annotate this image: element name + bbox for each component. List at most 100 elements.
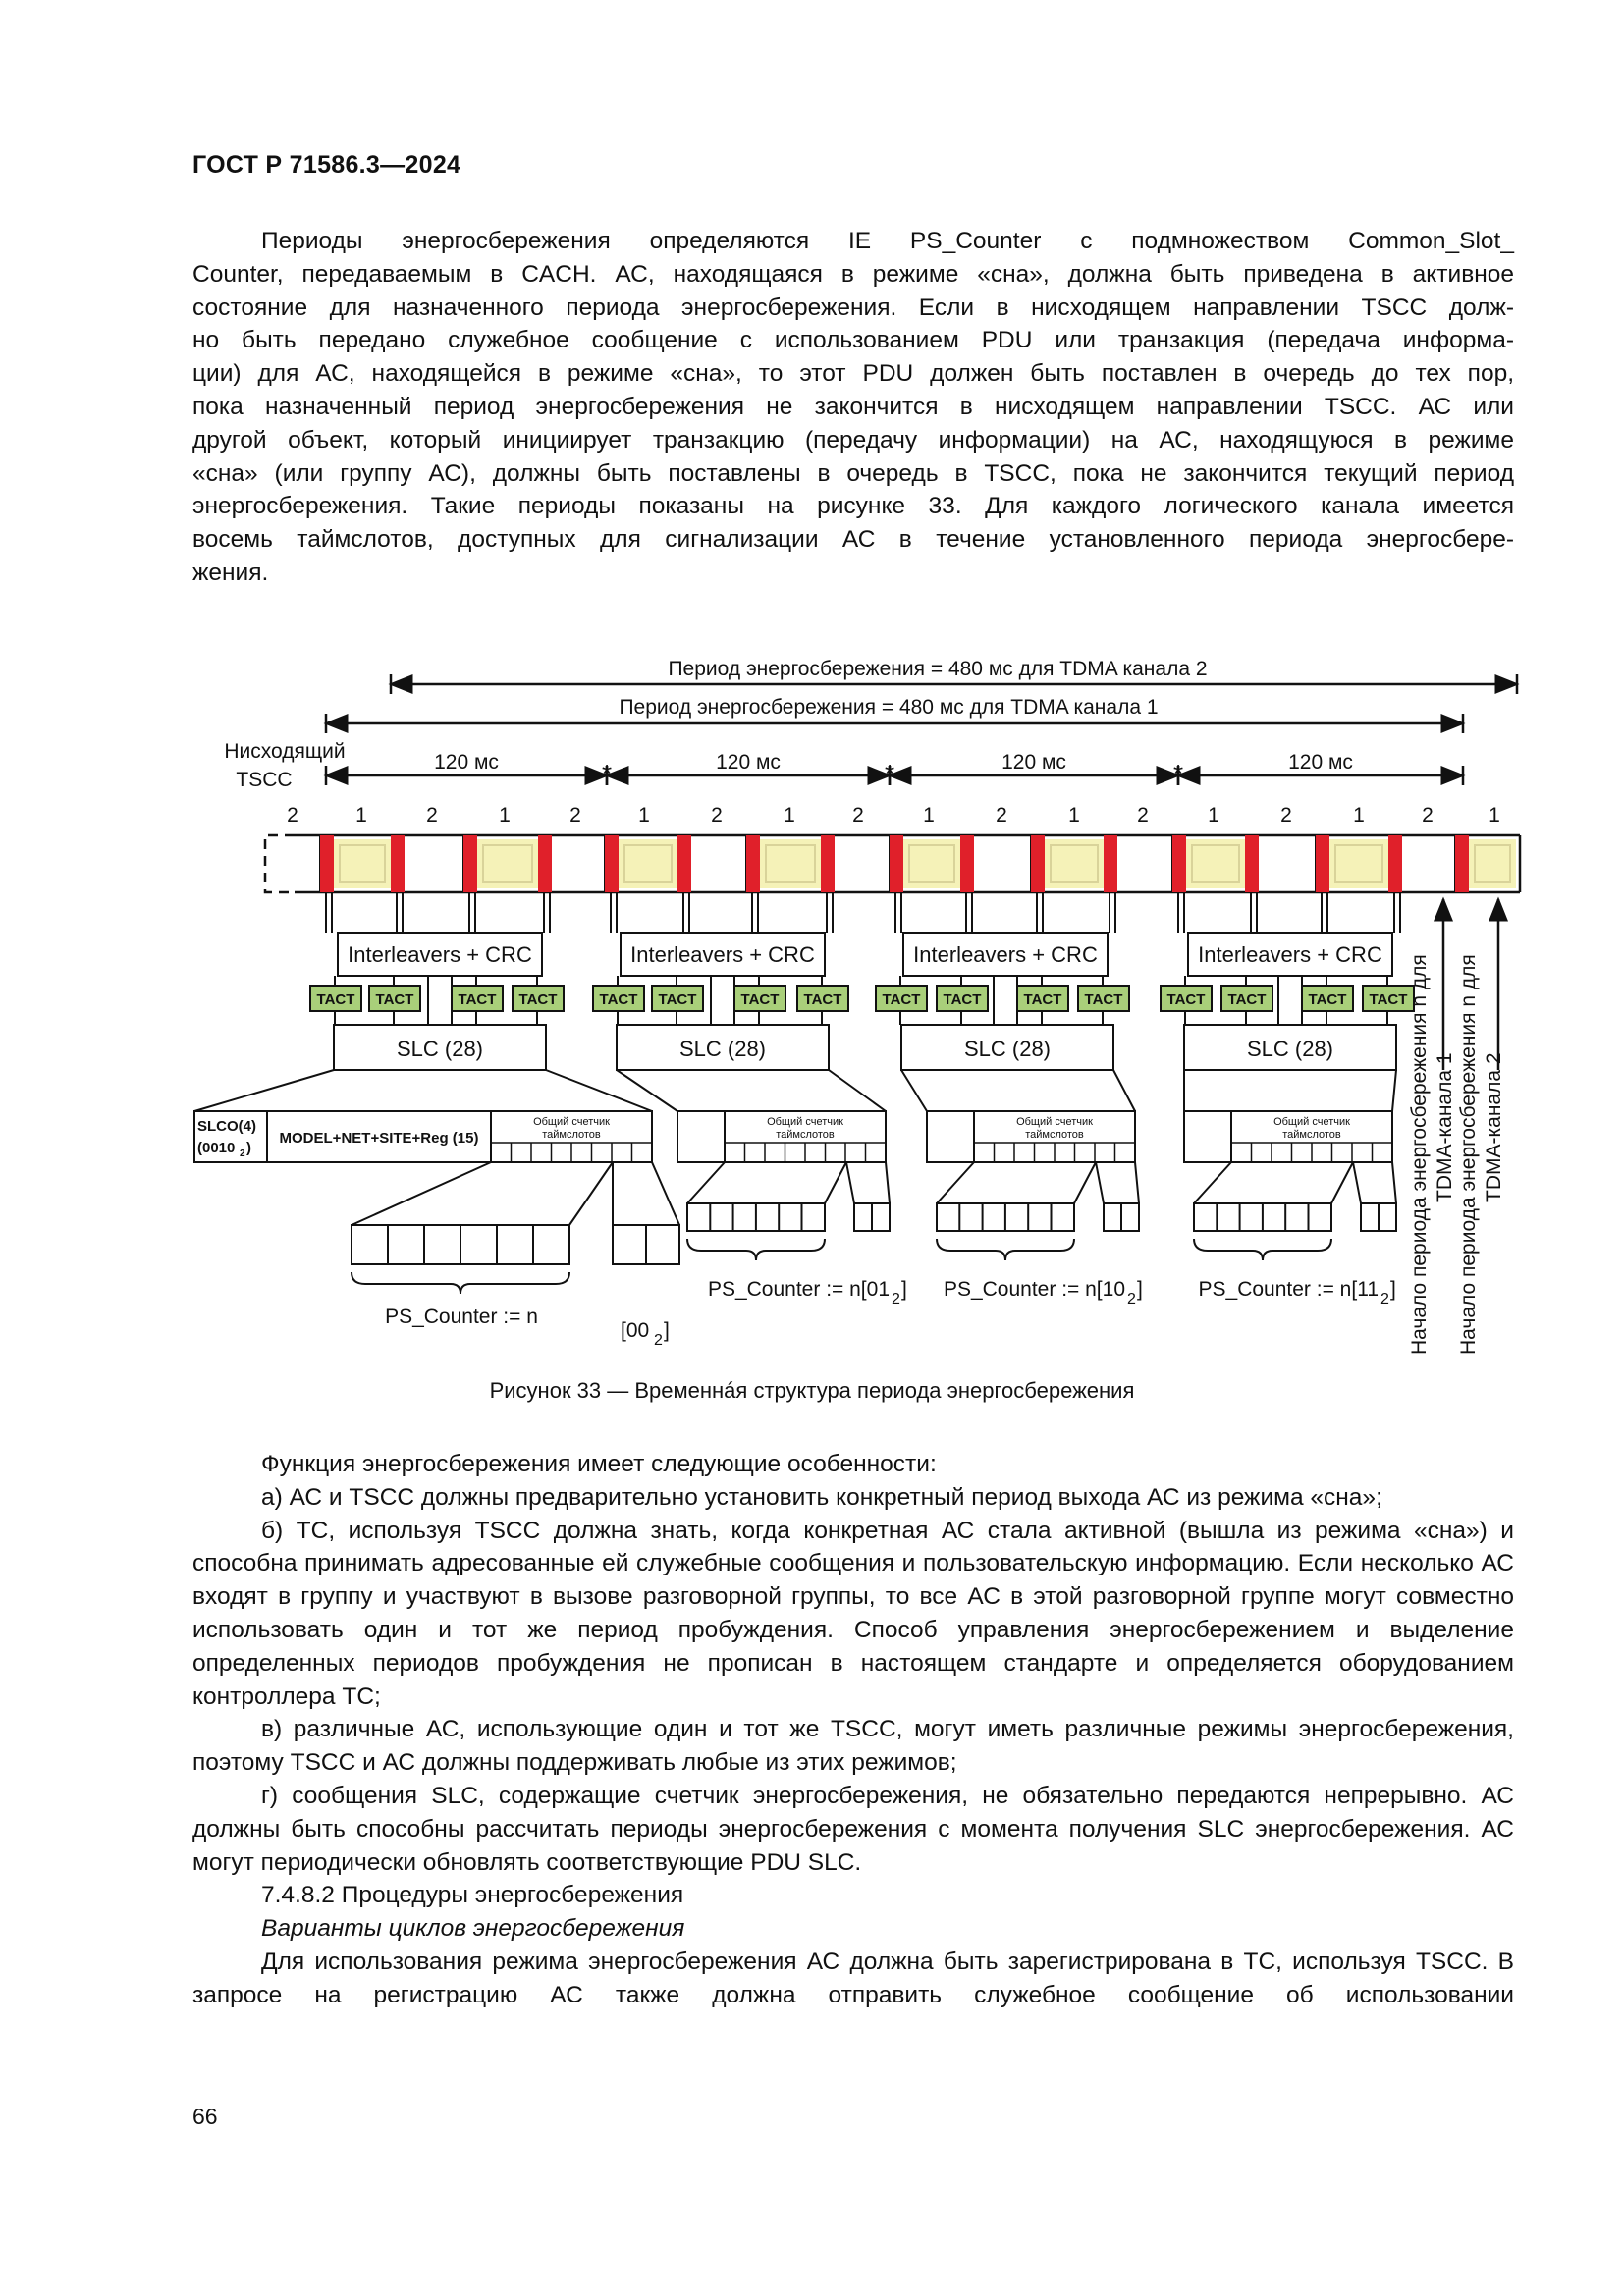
ps-counter-label: PS_Counter := n[10 — [944, 1278, 1125, 1301]
body-paragraph: Варианты циклов энергосбережения — [261, 1915, 685, 1943]
slot-number: 1 — [638, 804, 650, 827]
tact-label: TACT — [741, 991, 780, 1008]
body-text: Функция энергосбережения имеет следующие… — [192, 1448, 1514, 2012]
slc-field-left — [926, 1110, 975, 1163]
tact-box — [1362, 985, 1415, 1012]
interleavers-crc-label: Interleavers + CRC — [630, 942, 815, 967]
tact-box — [936, 985, 989, 1012]
body-paragraph: Функция энергосбережения имеет следующие… — [261, 1451, 937, 1477]
slc-label: SLC (28) — [1247, 1037, 1333, 1061]
cach-red-bar — [677, 835, 691, 892]
tact-box — [651, 985, 704, 1012]
cach-red-bar — [746, 835, 760, 892]
tact-label: TACT — [1370, 991, 1408, 1008]
slco-label: ) — [246, 1140, 251, 1156]
slco-label: SLCO(4) — [197, 1118, 256, 1135]
downlink-label: TSCC — [236, 769, 292, 791]
tact-label: TACT — [659, 991, 697, 1008]
ps-expand-lines — [1095, 1161, 1140, 1204]
common-counter-label: Общий счетчик — [1016, 1116, 1093, 1128]
segment-120ms-label: 120 мс — [434, 751, 499, 774]
ps-00-sub: 2 — [654, 1332, 663, 1349]
common-counter-label: Общий счетчик — [533, 1116, 610, 1128]
intro-line: состояние для назначенного периода энерг… — [192, 294, 1514, 321]
burst-inner-border — [339, 844, 386, 883]
ps-expand-lines — [1352, 1161, 1397, 1204]
slc-field-left — [677, 1110, 726, 1163]
slot-number: 1 — [1208, 804, 1219, 827]
cach-red-bar — [890, 835, 903, 892]
cach-red-bar — [1245, 835, 1259, 892]
intro-line: жения. — [192, 559, 269, 586]
period-channel-1-label: Период энергосбережения = 480 мс для TDM… — [619, 696, 1158, 719]
common-counter-label: Общий счетчик — [1273, 1116, 1350, 1128]
slc-expand-lines — [616, 1069, 887, 1112]
ps-n-brace — [351, 1271, 570, 1295]
common-counter-field — [724, 1110, 887, 1163]
cach-red-bar — [1455, 835, 1469, 892]
burst-payload — [619, 839, 677, 888]
slc-label: SLC (28) — [397, 1037, 483, 1061]
ps-brace — [686, 1238, 826, 1261]
tact-label: TACT — [944, 991, 982, 1008]
common-counter-label: таймслотов — [542, 1129, 601, 1141]
slot-number: 1 — [499, 804, 511, 827]
figure-caption: Рисунок 33 — Временнáя структура периода… — [489, 1378, 1135, 1403]
cach-red-bar — [1172, 835, 1186, 892]
ps-expand-lines — [936, 1161, 1097, 1204]
period-channel-2-label: Период энергосбережения = 480 мс для TDM… — [668, 658, 1207, 680]
burst-payload — [1186, 839, 1245, 888]
ps-00-label: ] — [664, 1319, 670, 1342]
intro-line: пока назначенный период энергосбережения… — [192, 393, 1514, 420]
ps-expand-lines — [845, 1161, 891, 1204]
cach-red-bar — [320, 835, 334, 892]
burst-inner-border — [1191, 844, 1240, 883]
tact-label: TACT — [1085, 991, 1123, 1008]
tact-label: TACT — [600, 991, 638, 1008]
tact-label: TACT — [883, 991, 921, 1008]
slot-number: 2 — [569, 804, 581, 827]
ps-counter-sub: 2 — [1380, 1291, 1389, 1308]
common-counter-label: таймслотов — [1282, 1129, 1341, 1141]
common-counter-label: таймслотов — [776, 1129, 835, 1141]
interleavers-crc-box — [1187, 932, 1393, 977]
cach-red-bar — [1104, 835, 1117, 892]
interleavers-crc-label: Interleavers + CRC — [913, 942, 1098, 967]
burst-inner-border — [765, 844, 816, 883]
slot-number: 2 — [711, 804, 723, 827]
tact-label: TACT — [1167, 991, 1206, 1008]
slco-label: (0010 — [197, 1140, 235, 1156]
slot-number: 1 — [1353, 804, 1365, 827]
slc-label: SLC (28) — [679, 1037, 766, 1061]
period-start-label: TDMA-канала 1 — [1434, 1052, 1456, 1202]
intro-line: восемь таймслотов, доступных для сигнали… — [192, 526, 1514, 554]
slc-box — [900, 1024, 1114, 1071]
burst-payload — [1469, 839, 1516, 888]
burst-inner-border — [482, 844, 533, 883]
burst-inner-border — [623, 844, 673, 883]
body-paragraph: 7.4.8.2 Процедуры энергосбережения — [261, 1882, 684, 1909]
boundary-star: * — [885, 759, 894, 788]
cach-red-bar — [538, 835, 552, 892]
interleavers-crc-box — [620, 932, 826, 977]
burst-inner-border — [1050, 844, 1099, 883]
intro-line: ции) для АС, находящейся в режиме «сна»,… — [192, 360, 1514, 388]
cach-red-bar — [960, 835, 974, 892]
boundary-star: * — [1173, 759, 1183, 788]
tact-box — [875, 985, 928, 1012]
tact-box — [368, 985, 421, 1012]
tact-box — [1160, 985, 1213, 1012]
slot-number: 2 — [1280, 804, 1292, 827]
common-counter-label: Общий счетчик — [767, 1116, 843, 1128]
ps-counter-sub: 2 — [1127, 1291, 1136, 1308]
ps-brace — [1193, 1238, 1332, 1261]
slc-expand-lines — [1183, 1069, 1397, 1112]
slc-box — [616, 1024, 830, 1071]
burst-inner-border — [1474, 844, 1511, 883]
ps-brace — [936, 1238, 1075, 1261]
segment-120ms-label: 120 мс — [716, 751, 781, 774]
slot-number: 2 — [426, 804, 438, 827]
tact-box — [1301, 985, 1354, 1012]
slot-number: 1 — [355, 804, 367, 827]
tact-label: TACT — [376, 991, 414, 1008]
